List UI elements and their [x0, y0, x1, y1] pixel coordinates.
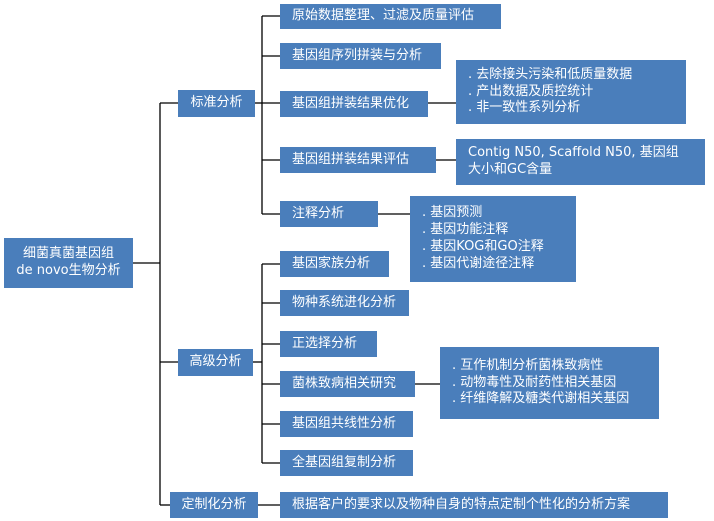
- note-optimize: . 去除接头污染和低质量数据 . 产出数据及质控统计 . 非一致性系列分析: [456, 60, 686, 124]
- note-annotation-line: . 基因代谢途径注释: [422, 255, 535, 271]
- category-advanced: 高级分析: [178, 349, 253, 376]
- note-optimize-line: . 产出数据及质控统计: [468, 83, 594, 99]
- advanced-item-genome-duplication: 全基因组复制分析: [280, 450, 413, 476]
- note-annotation-line: . 基因功能注释: [422, 222, 509, 238]
- category-custom: 定制化分析: [170, 492, 258, 518]
- note-annotation-line: . 基因预测: [422, 205, 483, 221]
- root-node: 细菌真菌基因组 de novo生物分析: [4, 238, 133, 288]
- root-title-line2: de novo生物分析: [16, 263, 121, 278]
- note-pathogenic-line: . 纤维降解及糖类代谢相关基因: [452, 391, 630, 407]
- standard-item-assembly: 基因组序列拼装与分析: [280, 43, 441, 69]
- standard-item-evaluate: 基因组拼装结果评估: [280, 147, 436, 173]
- note-annotation: . 基因预测 . 基因功能注释 . 基因KOG和GO注释 . 基因代谢途径注释: [410, 196, 576, 282]
- standard-item-raw-data: 原始数据整理、过滤及质量评估: [280, 4, 501, 29]
- advanced-item-gene-family: 基因家族分析: [280, 251, 389, 277]
- note-optimize-line: . 非一致性系列分析: [468, 100, 581, 116]
- note-evaluate-line: 大小和GC含量: [468, 162, 553, 177]
- note-pathogenic-line: . 动物毒性及耐药性相关基因: [452, 374, 617, 390]
- standard-item-annotation: 注释分析: [280, 201, 378, 227]
- note-pathogenic-line: . 互作机制分析菌株致病性: [452, 357, 604, 373]
- note-evaluate: Contig N50, Scaffold N50, 基因组 大小和GC含量: [456, 139, 705, 185]
- standard-item-optimize: 基因组拼装结果优化: [280, 91, 428, 117]
- advanced-item-phylogeny: 物种系统进化分析: [280, 290, 409, 316]
- root-title-line1: 细菌真菌基因组: [22, 246, 114, 262]
- note-pathogenic: . 互作机制分析菌株致病性 . 动物毒性及耐药性相关基因 . 纤维降解及糖类代谢…: [440, 347, 659, 419]
- note-annotation-line: . 基因KOG和GO注释: [422, 239, 544, 254]
- advanced-item-positive-selection: 正选择分析: [280, 331, 377, 357]
- advanced-item-pathogenic: 菌株致病相关研究: [280, 371, 415, 397]
- advanced-item-collinearity: 基因组共线性分析: [280, 411, 413, 437]
- category-standard: 标准分析: [178, 90, 255, 117]
- note-optimize-line: . 去除接头污染和低质量数据: [468, 66, 633, 82]
- note-evaluate-line: Contig N50, Scaffold N50, 基因组: [468, 145, 679, 161]
- note-custom: 根据客户的要求以及物种自身的特点定制个性化的分析方案: [280, 492, 668, 518]
